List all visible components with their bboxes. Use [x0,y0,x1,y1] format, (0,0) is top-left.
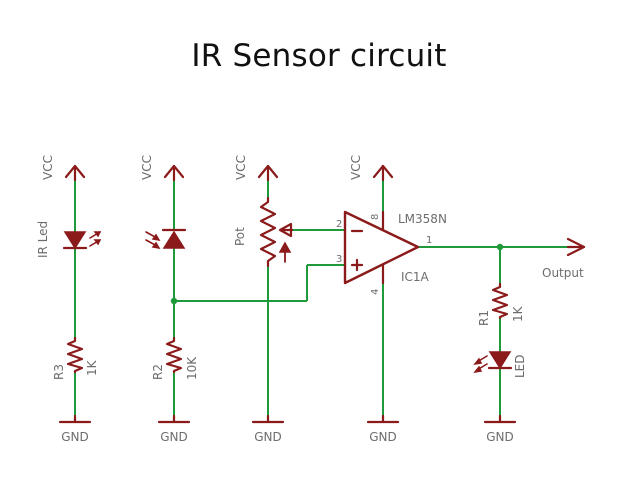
vcc-label: VCC [349,155,363,180]
ir-led-label: IR Led [36,221,50,258]
gnd-symbol [58,414,92,424]
pin-1-label: 1 [426,235,432,246]
gnd-label: GND [254,430,282,444]
resistor-r3-icon [66,336,84,374]
r1-value: 1K [511,305,525,322]
wires [74,168,570,422]
gnd-symbol [251,414,285,424]
output-label: Output [542,266,584,280]
gnd-symbol [157,414,191,424]
led-icon [473,351,513,374]
slide-title: IR Sensor circuit [191,38,447,74]
potentiometer-icon [259,196,294,268]
r3-label: R3 [52,364,66,380]
op-amp-ref-label: IC1A [401,270,430,284]
gnd-label: GND [61,430,89,444]
vcc-label: VCC [140,155,154,180]
vcc-symbol [64,164,86,182]
op-amp-part-label: LM358N [398,212,447,226]
resistor-r2-icon [165,336,183,374]
resistor-r1-icon [491,282,509,320]
pin-2-label: 2 [336,219,342,230]
gnd-symbol [366,414,400,424]
pin-3-label: 3 [336,254,342,265]
gnd-label: GND [369,430,397,444]
vcc-symbol [257,164,279,182]
led-label: LED [513,354,527,378]
r2-label: R2 [151,364,165,380]
pot-label: Pot [233,227,247,246]
output-arrow-icon [566,237,586,257]
r2-value: 10K [185,356,199,380]
r3-value: 1K [85,359,99,376]
vcc-label: VCC [41,155,55,180]
gnd-label: GND [160,430,188,444]
gnd-label: GND [486,430,514,444]
op-amp-icon [343,210,420,285]
gnd-symbol [483,414,517,424]
photodiode-icon [145,228,187,250]
vcc-symbol [372,164,394,182]
vcc-label: VCC [234,155,248,180]
junction-dot [496,243,504,251]
junction-dot [170,297,178,305]
r1-label: R1 [477,310,491,326]
vcc-symbol [163,164,185,182]
ir-led-icon [62,231,102,250]
pin-4-label: 4 [370,289,381,295]
pin-8-label: 8 [370,214,381,220]
